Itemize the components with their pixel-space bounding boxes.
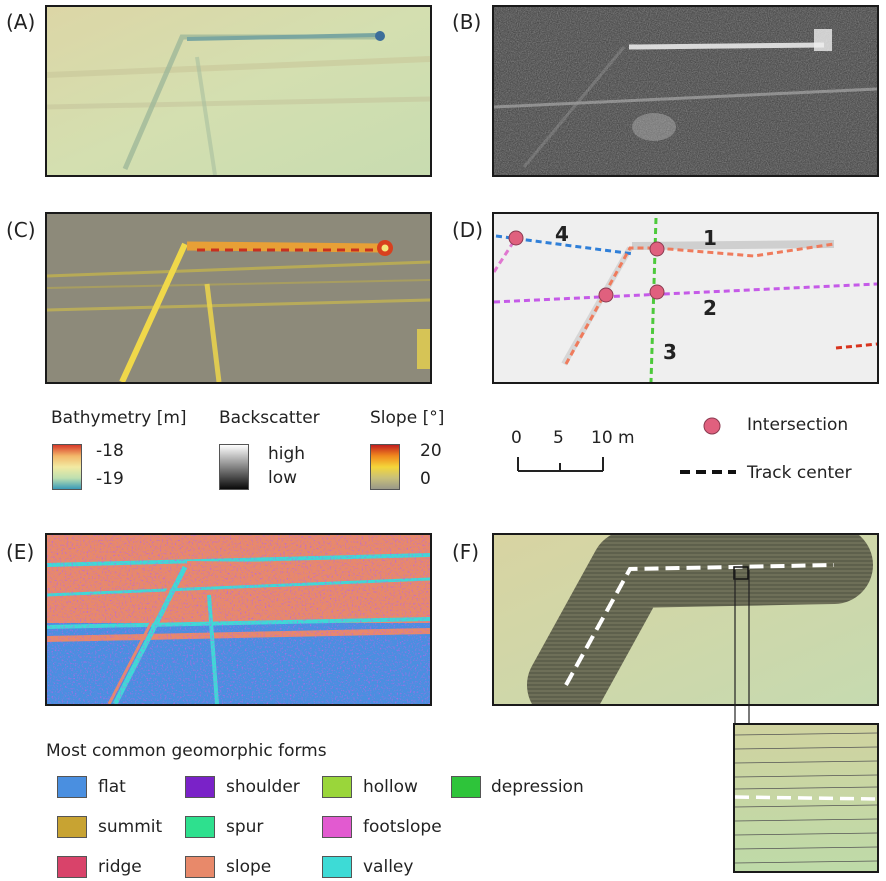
panel-a-bathymetry [45,5,432,177]
track-1-line [564,242,835,365]
swatch-depression [451,776,481,798]
label-hollow: hollow [363,777,418,797]
scalebar-tick-0: 0 [511,428,522,448]
label-depression: depression [491,777,584,797]
track-label-1: 1 [703,226,717,250]
swatch-flat [57,776,87,798]
slope-high-label: 20 [420,441,442,461]
label-flat: flat [98,777,126,797]
label-spur: spur [226,817,264,837]
panel-label-c: (C) [6,218,36,242]
swatch-shoulder [185,776,215,798]
bathymetry-legend-title: Bathymetry [m] [51,408,187,428]
intersection-marker [508,230,524,246]
label-shoulder: shoulder [226,777,300,797]
scalebar-tick-10: 10 m [591,428,635,448]
intersection-marker [598,287,614,303]
label-slope: slope [226,857,272,877]
backscatter-ramp [219,444,249,490]
swatch-ridge [57,856,87,878]
panel-label-d: (D) [452,218,484,242]
slope-low-label: 0 [420,469,431,489]
geomorphic-legend-title: Most common geomorphic forms [46,741,327,761]
swatch-slope [185,856,215,878]
swatch-spur [185,816,215,838]
backscatter-low-label: low [268,468,298,488]
scalebar-tick-5: 5 [553,428,564,448]
swatch-footslope [322,816,352,838]
backscatter-legend-title: Backscatter [219,408,320,428]
backscatter-high-label: high [268,444,306,464]
track-center-symbol [680,470,736,474]
bathymetry-ramp [52,444,82,490]
panel-d-tracks: 1 2 3 4 [492,212,879,384]
intersection-marker [649,241,665,257]
scalebar [517,457,604,472]
label-valley: valley [363,857,414,877]
track-center-label: Track center [747,463,852,483]
bathymetry-high-label: -18 [96,441,124,461]
label-ridge: ridge [98,857,142,877]
panel-e-geomorphons [45,533,432,706]
panel-f-inset [733,723,879,873]
track-label-3: 3 [663,340,677,364]
panel-label-a: (A) [6,10,36,34]
panel-f-buffer [492,533,879,706]
swatch-summit [57,816,87,838]
intersection-label: Intersection [747,415,849,435]
track-label-2: 2 [703,296,717,320]
slope-legend-title: Slope [°] [370,408,445,428]
swatch-hollow [322,776,352,798]
intersection-marker [649,284,665,300]
panel-label-e: (E) [6,540,35,564]
track-label-4: 4 [555,222,569,246]
panel-c-slope [45,212,432,384]
slope-ramp [370,444,400,490]
track-2-line [494,282,877,304]
label-footslope: footslope [363,817,442,837]
label-summit: summit [98,817,163,837]
panel-b-backscatter [492,5,879,177]
intersection-symbol [703,417,721,435]
swatch-valley [322,856,352,878]
panel-label-f: (F) [452,540,480,564]
track-3-line [649,217,658,382]
zoom-connector [734,570,750,726]
bathymetry-low-label: -19 [96,469,124,489]
panel-label-b: (B) [452,10,482,34]
